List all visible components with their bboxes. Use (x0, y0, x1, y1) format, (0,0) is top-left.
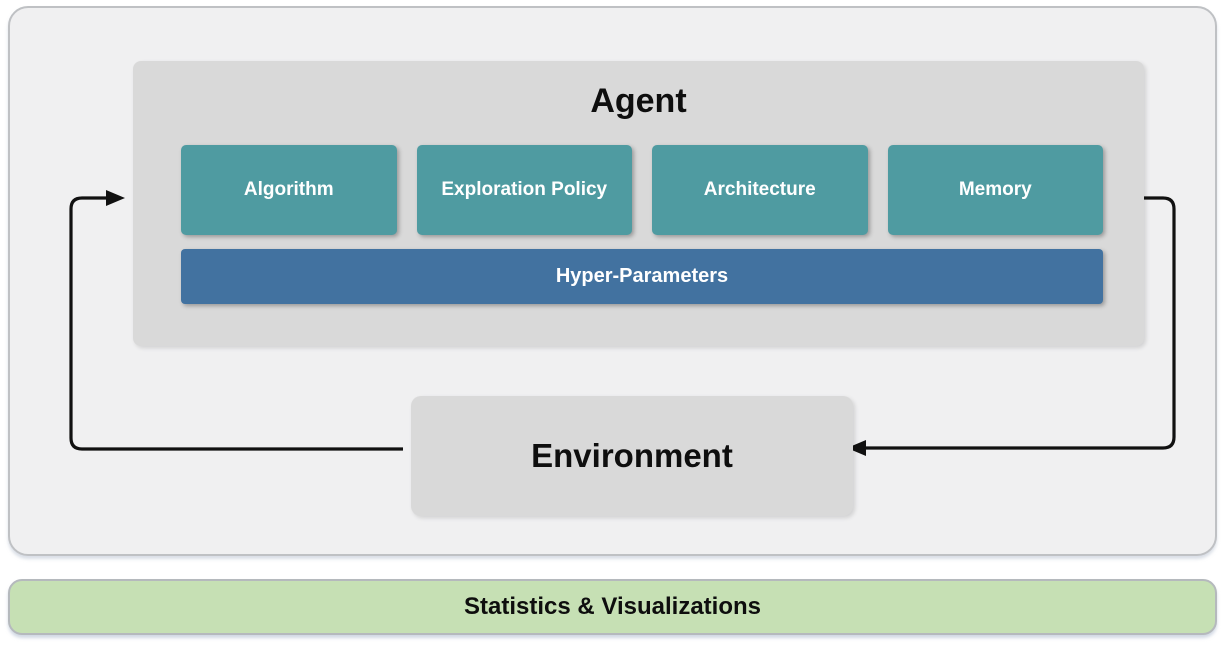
agent-container: Agent Algorithm Exploration Policy Archi… (133, 61, 1144, 346)
environment-box: Environment (411, 396, 853, 516)
agent-title: Agent (590, 82, 687, 120)
agent-module-architecture: Architecture (652, 145, 868, 235)
hyper-parameters-bar: Hyper-Parameters (181, 249, 1103, 304)
statistics-visualizations-bar: Statistics & Visualizations (8, 579, 1217, 635)
agent-module-memory: Memory (887, 145, 1103, 235)
agent-module-algorithm: Algorithm (181, 145, 397, 235)
agent-module-row: Algorithm Exploration Policy Architectur… (181, 145, 1103, 235)
agent-module-exploration-policy: Exploration Policy (416, 145, 632, 235)
arrowhead-into-agent (106, 190, 125, 206)
system-panel: Agent Algorithm Exploration Policy Archi… (8, 6, 1217, 556)
